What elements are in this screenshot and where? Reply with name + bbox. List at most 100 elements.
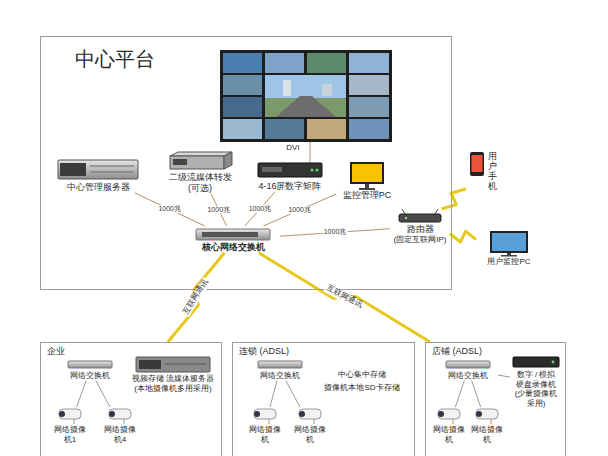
network-cable bbox=[498, 375, 510, 377]
camera-lens bbox=[299, 411, 305, 417]
server-front bbox=[139, 360, 161, 369]
camera-mount bbox=[314, 419, 315, 424]
camera-lens bbox=[254, 411, 260, 417]
matrix-panel bbox=[262, 167, 282, 172]
switch-icon bbox=[446, 361, 490, 368]
camera-mount bbox=[453, 419, 454, 424]
switch-node: 核心网络交换机 bbox=[186, 226, 280, 253]
device-label: 网络交换机 bbox=[438, 371, 498, 381]
bandwidth-label: 1000兆 bbox=[248, 205, 273, 213]
wall-center-road bbox=[276, 96, 336, 117]
dvr-body bbox=[513, 357, 559, 367]
device-label: 数字 / 模拟 硬盘录像机 (少量摄像机采用) bbox=[510, 370, 562, 408]
network-cable bbox=[280, 229, 390, 236]
network-cable bbox=[270, 381, 277, 407]
switch-icon bbox=[68, 361, 112, 368]
camera-body bbox=[476, 409, 498, 419]
note-text: 中心集中存储 bbox=[314, 370, 410, 380]
wall-tile bbox=[223, 75, 262, 95]
switch-node: 网络交换机 bbox=[438, 359, 498, 381]
camera-node: 网络摄像机4 bbox=[100, 407, 140, 444]
router-body bbox=[399, 214, 441, 222]
platform-panel: 中心平台中心管理服务器二级流媒体转发 (可选)4-16屏数字矩阵监控管理PC核心… bbox=[40, 36, 452, 290]
server-node: 中心管理服务器 bbox=[52, 158, 144, 193]
wall-tile bbox=[349, 97, 389, 117]
server-body bbox=[58, 160, 138, 179]
network-cable bbox=[135, 193, 205, 226]
camera-lens bbox=[438, 411, 444, 417]
dvr-led bbox=[552, 361, 555, 364]
switch-body bbox=[446, 361, 490, 368]
bandwidth-label: 1000兆 bbox=[323, 229, 348, 237]
device-label: 网络摄像机1 bbox=[50, 425, 90, 444]
camera-node: 网络摄像机 bbox=[245, 407, 285, 444]
wall-tile bbox=[307, 119, 346, 139]
switch-icon bbox=[258, 361, 302, 368]
camera-node: 网络摄像机1 bbox=[50, 407, 90, 444]
monitor-screen bbox=[492, 233, 526, 251]
camera-mount bbox=[269, 419, 270, 424]
server-body bbox=[136, 357, 210, 372]
phone-body bbox=[470, 152, 484, 176]
wall-tile bbox=[265, 119, 304, 139]
camera-lens bbox=[476, 411, 482, 417]
streaming-server-icon bbox=[170, 152, 232, 169]
camera-icon bbox=[299, 409, 321, 424]
network-cable bbox=[96, 381, 110, 407]
device-label: 用户手机 bbox=[488, 152, 497, 192]
wall-frame bbox=[220, 50, 392, 142]
server-top bbox=[170, 152, 232, 156]
router-antenna bbox=[435, 209, 438, 214]
dvi-cable bbox=[310, 142, 311, 163]
camera-icon bbox=[59, 409, 81, 424]
network-cable bbox=[286, 381, 300, 407]
note-text: 摄像机本地SD卡存储 bbox=[314, 383, 410, 393]
device-label: 网络交换机 bbox=[60, 371, 120, 381]
pc-icon bbox=[350, 162, 384, 190]
device-label: 网络摄像机 bbox=[468, 425, 506, 444]
device-label: 网络摄像机4 bbox=[100, 425, 140, 444]
camera-node: 网络摄像机 bbox=[468, 407, 506, 444]
phone-icon bbox=[470, 152, 484, 176]
monitor-frame bbox=[490, 231, 528, 253]
wall-tile bbox=[223, 97, 262, 117]
switch-node: 网络交换机 bbox=[250, 359, 310, 381]
device-label: 4-16屏数字矩阵 bbox=[252, 181, 328, 192]
wireless-link bbox=[168, 253, 225, 342]
server-line bbox=[165, 364, 206, 365]
link-label: 互联网通讯 bbox=[181, 277, 211, 317]
site-panel: 连锁 (ADSL) 网络交换机网络摄像机网络摄像机 bbox=[232, 342, 415, 456]
matrix-led bbox=[315, 168, 318, 171]
device-label: 核心网络交换机 bbox=[186, 242, 280, 253]
server-panel bbox=[173, 159, 187, 165]
device-label: 网络摄像机 bbox=[430, 425, 468, 444]
camera-lens bbox=[59, 411, 65, 417]
bandwidth-label: 1000兆 bbox=[287, 206, 312, 214]
wall-center-building bbox=[322, 84, 332, 96]
matrix-led bbox=[310, 168, 313, 171]
camera-mount bbox=[491, 419, 492, 424]
camera-body bbox=[109, 409, 131, 419]
wireless-link bbox=[259, 253, 430, 342]
camera-icon bbox=[476, 409, 498, 424]
dvr-icon bbox=[513, 357, 559, 367]
monitor-base bbox=[501, 255, 517, 257]
wall-center-building bbox=[283, 80, 291, 96]
device-label: 路由器 bbox=[390, 224, 450, 235]
monitor-stand bbox=[365, 184, 369, 188]
wall-tile bbox=[349, 53, 389, 73]
camera-icon bbox=[438, 409, 460, 424]
server-front bbox=[170, 156, 224, 169]
switch-body bbox=[258, 361, 302, 368]
monitor-frame bbox=[350, 162, 384, 184]
dvr-node: 数字 / 模拟 硬盘录像机 (少量摄像机采用) bbox=[510, 355, 562, 408]
device-label: 中心管理服务器 bbox=[52, 182, 144, 193]
device-label: 网络摄像机 bbox=[290, 425, 330, 444]
server-node: 视频存储 流媒体服务器 (本地摄像机多用采用) bbox=[128, 355, 218, 393]
device-label: 监控管理PC bbox=[336, 190, 398, 201]
device-label: (固定互联网IP) bbox=[390, 235, 450, 245]
panel-title: 连锁 (ADSL) bbox=[237, 346, 414, 357]
pc-node: 监控管理PC bbox=[336, 160, 398, 201]
camera-mount bbox=[124, 419, 125, 424]
switch-body bbox=[196, 229, 270, 240]
